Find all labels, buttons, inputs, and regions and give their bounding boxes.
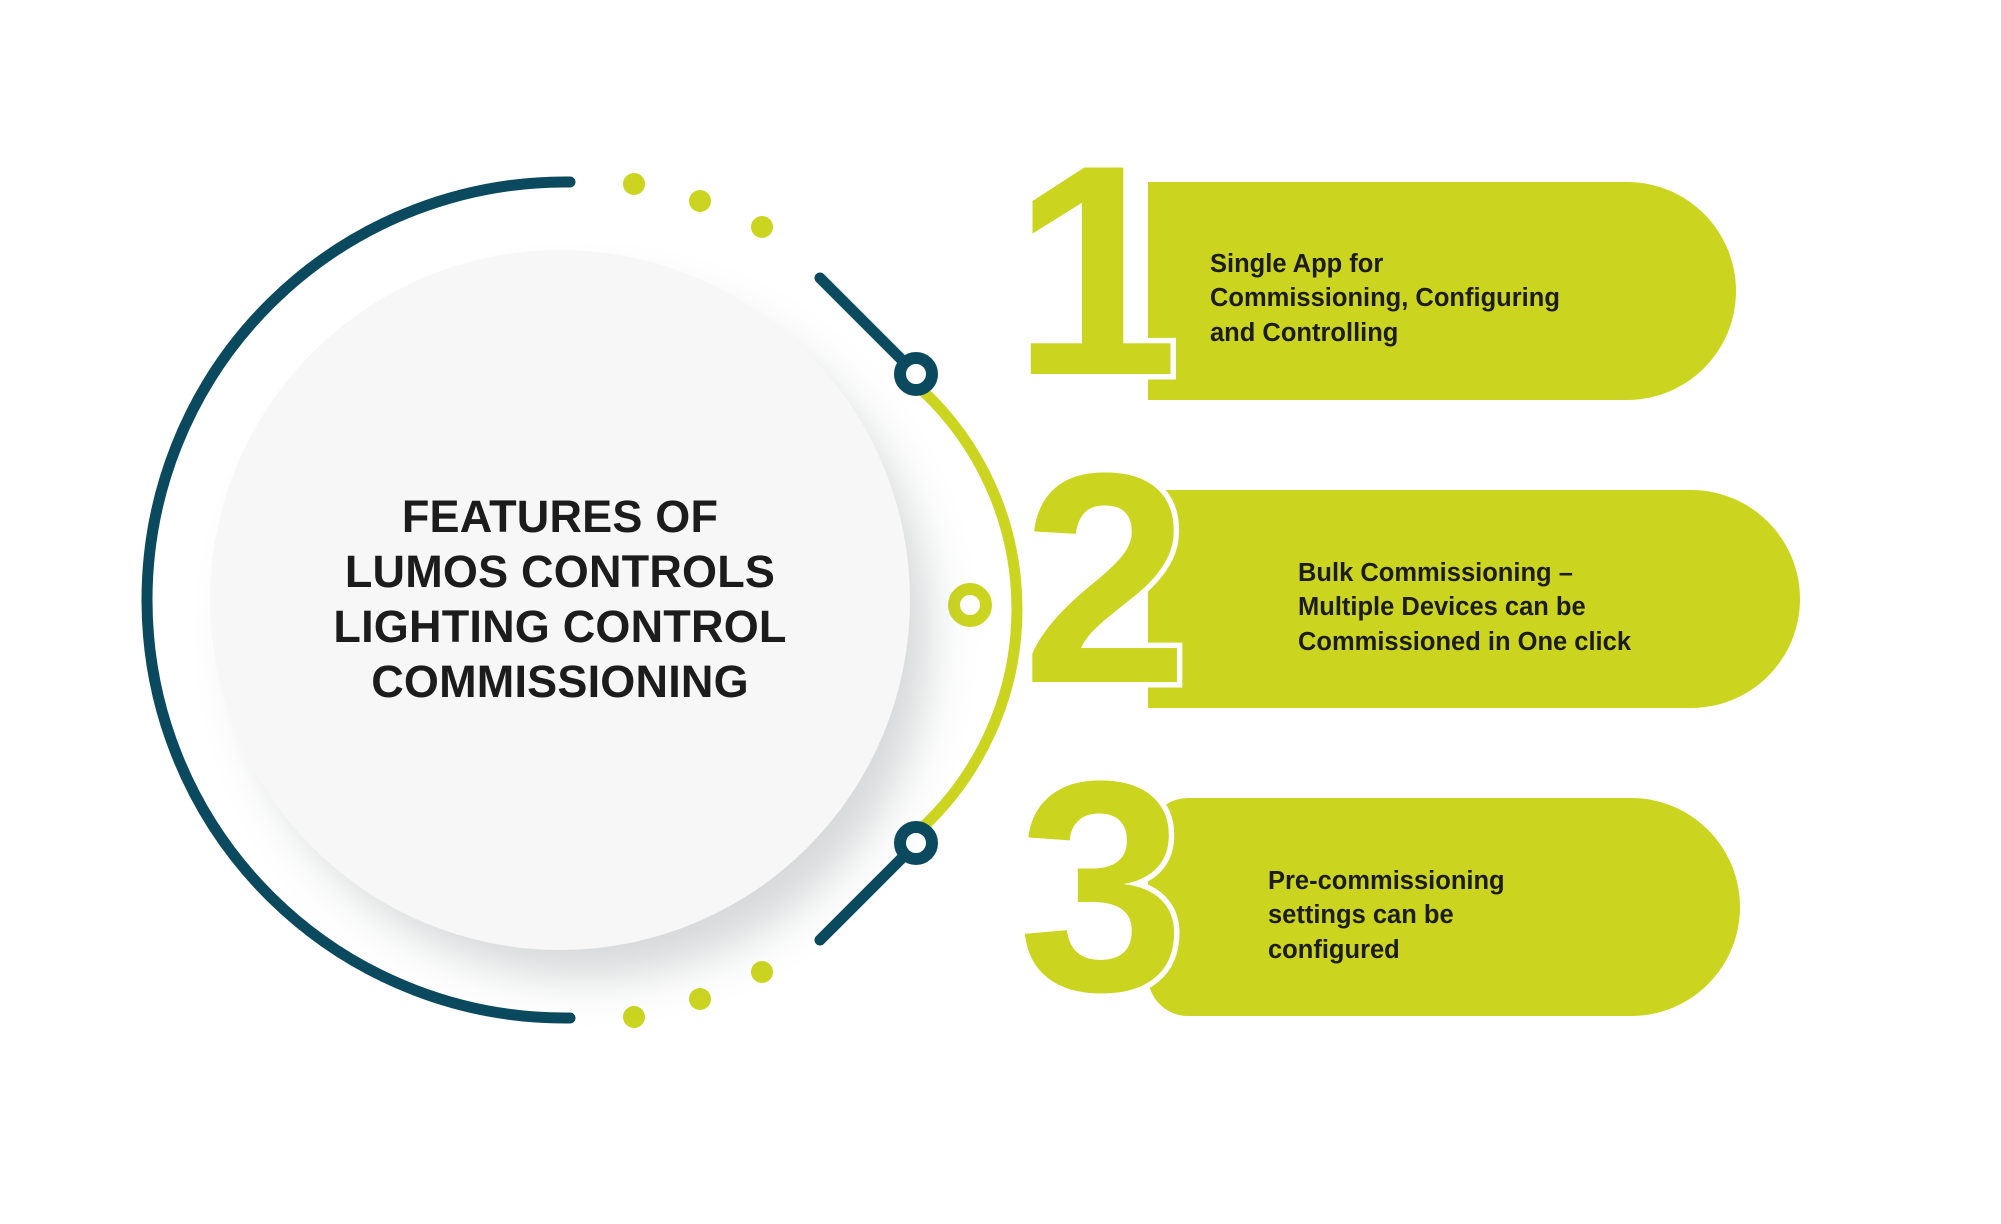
lime-dot-trio-top [623,173,773,238]
arc-decoration-svg [141,173,1023,1028]
lime-accent-arc [916,384,1023,834]
feature-pill-1 [1148,182,1736,400]
lime-dot [751,216,773,238]
feature-rows: 1 1 Single App for Commissioning, Config… [1007,0,2001,1224]
outer-teal-arc-upper [141,176,576,606]
lime-dot [751,961,773,983]
page-title: FEATURES OF LUMOS CONTROLS LIGHTING CONT… [333,491,787,707]
teal-ring-marker-top [894,352,938,396]
teal-stub-top [814,272,911,369]
feature-text-3: Pre-commissioning settings can be config… [1268,867,1505,964]
feature-number-3: 3 [1013,718,1191,1054]
feature-number-3-fill: 3 [1018,718,1185,1054]
lime-dot [689,988,711,1010]
lime-dot [689,190,711,212]
feature-number-2-fill: 2 [1022,410,1189,746]
inner-circle-panel [210,250,910,950]
circle-cluster: FEATURES OF LUMOS CONTROLS LIGHTING CONT… [141,173,1023,1028]
headline-container: FEATURES OF LUMOS CONTROLS LIGHTING CONT… [210,250,910,950]
lime-dot [623,173,645,195]
feature-number-2: 2 [1017,410,1195,746]
teal-stub-bottom [814,849,911,946]
feature-pill-2 [1148,490,1800,708]
lime-dot-trio-bottom [623,961,773,1028]
feature-pill-3 [1148,798,1740,1016]
lime-dot [623,1006,645,1028]
feature-number-1: 1 [1007,102,1185,438]
feature-text-1: Single App for Commissioning, Configurin… [1210,250,1560,347]
lime-ring-marker-middle [948,583,992,627]
outer-teal-arc-lower [141,594,576,1024]
feature-text-2: Bulk Commissioning – Multiple Devices ca… [1298,559,1632,656]
feature-number-1-fill: 1 [1012,102,1179,438]
teal-ring-marker-bottom [894,821,938,865]
